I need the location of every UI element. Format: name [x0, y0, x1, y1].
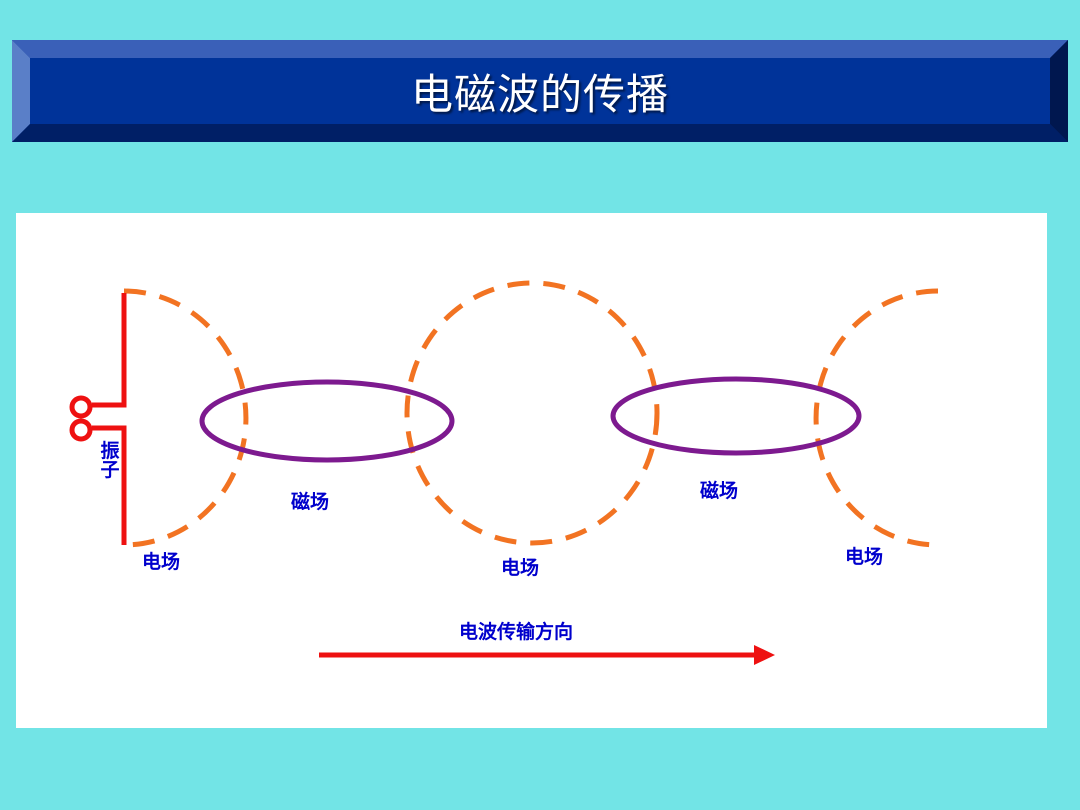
title-bevel-left: [12, 40, 30, 142]
magnetic-field-loop-2: [610, 376, 862, 456]
direction-arrow: [319, 645, 775, 665]
electric-field-loop-1: [123, 288, 249, 548]
magnetic-field-loop-1: [199, 379, 455, 463]
title-bevel-bottom: [12, 124, 1068, 142]
electric-field-label-3: 电场: [845, 546, 884, 568]
diagram-panel: [16, 213, 1047, 728]
oscillator-top-arm: [92, 293, 127, 408]
electric-field-label-1: 电场: [142, 551, 181, 573]
electric-field-loop-2: [404, 280, 660, 546]
direction-label: 电波传输方向: [459, 621, 574, 643]
page-title: 电磁波的传播: [410, 69, 669, 119]
electric-field-loops: [123, 280, 939, 548]
oscillator-label: 振子: [100, 440, 120, 481]
oscillator-terminal-bottom: [69, 418, 93, 442]
magnetic-field-label-1: 磁场: [291, 491, 330, 513]
electric-field-label-2: 电场: [501, 557, 540, 579]
oscillator-bottom-arm: [92, 425, 127, 545]
magnetic-field-label-2: 磁场: [700, 480, 739, 502]
arrow-head: [754, 645, 775, 665]
electric-field-loop-3: [813, 288, 939, 548]
magnetic-field-loops: [199, 376, 862, 463]
title-bevel-right: [1050, 40, 1068, 142]
oscillator-terminal-top: [69, 395, 93, 419]
oscillator: [69, 293, 127, 545]
title-bar: [12, 40, 1068, 142]
title-bevel-top: [12, 40, 1068, 58]
